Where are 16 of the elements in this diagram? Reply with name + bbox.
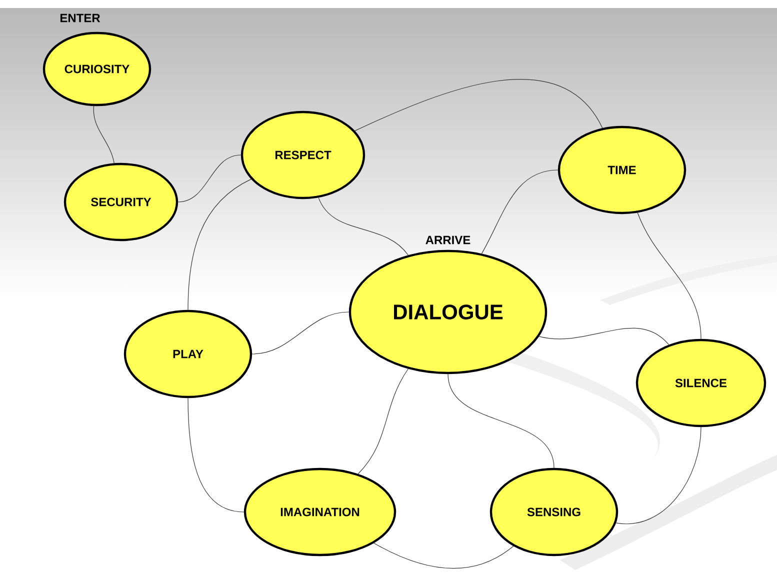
connector-line [616, 426, 702, 524]
connector-line [354, 78, 603, 132]
connector-line [178, 154, 242, 202]
connector-line [318, 197, 408, 256]
connector-line [538, 328, 670, 345]
connector-line [188, 398, 244, 512]
connector-line [252, 312, 350, 354]
connector-line [358, 368, 408, 474]
stage-label: ENTER [60, 14, 100, 22]
connector-line [188, 178, 252, 310]
connector-line [637, 212, 702, 340]
stage-label: ARRIVE [426, 236, 470, 244]
connector-line [93, 106, 114, 164]
connector-line [481, 170, 558, 254]
connector-line [448, 374, 554, 468]
connector-line [374, 542, 514, 568]
